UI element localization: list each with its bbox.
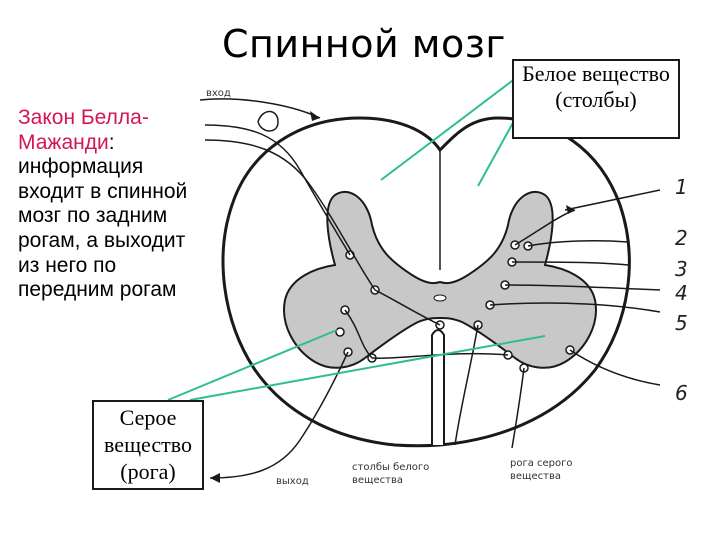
bell-magendie-law-text: Закон Белла-Мажанди: информация входит в…	[18, 106, 208, 303]
pointer-lines	[167, 77, 546, 401]
tract-fiber	[454, 324, 479, 446]
law-colon: :	[108, 130, 115, 154]
internal-fiber	[371, 352, 509, 360]
law-name: Закон Белла-Мажанди	[18, 106, 149, 154]
number-1: 1	[675, 175, 688, 199]
white-matter-label-box: Белое вещество (столбы)	[512, 59, 680, 139]
afferent-fiber	[204, 139, 376, 291]
output-label: выход	[276, 476, 309, 487]
tract-fiber	[569, 349, 661, 386]
white-columns-label-line2: вещества	[352, 475, 403, 486]
tract-fiber	[511, 261, 629, 266]
gray-horns-label-line1: рога серого	[510, 458, 573, 469]
arrowhead	[210, 473, 220, 483]
white-columns-label-line1: столбы белого	[352, 462, 429, 473]
anterior-median-fissure	[431, 329, 445, 445]
number-3: 3	[675, 257, 688, 281]
gray-matter-pointer	[189, 335, 546, 401]
gray-horns-label-line2: вещества	[510, 471, 561, 482]
input-arrow-line	[199, 98, 321, 119]
afferent-fiber	[204, 124, 351, 256]
gray-matter	[283, 190, 597, 369]
efferent-fiber	[209, 351, 349, 479]
tract-fiber	[511, 367, 525, 449]
page-title: Спинной мозг	[222, 22, 506, 66]
ganglion-loop	[257, 110, 279, 132]
white-matter-pointer	[380, 77, 517, 181]
tract-fiber	[564, 189, 661, 211]
law-description: информация входит в спинной мозг по задн…	[18, 155, 188, 302]
number-6: 6	[675, 381, 688, 405]
internal-fiber	[374, 289, 441, 326]
number-4: 4	[675, 281, 688, 305]
tract-fiber	[527, 240, 629, 247]
tract-fiber	[489, 302, 661, 313]
arrowhead	[310, 111, 320, 121]
gray-matter-label-box: Серое вещество (рога)	[92, 400, 204, 490]
number-5: 5	[675, 311, 688, 335]
internal-fiber	[344, 309, 373, 359]
number-2: 2	[675, 226, 688, 250]
nerve-fibers	[199, 98, 661, 479]
central-canal	[433, 294, 447, 302]
input-label: вход	[206, 88, 231, 99]
neuron	[335, 327, 345, 337]
gray-matter-pointer	[167, 329, 338, 401]
tract-fiber	[504, 284, 661, 291]
arrowhead	[566, 205, 575, 214]
arrowheads	[210, 111, 575, 483]
